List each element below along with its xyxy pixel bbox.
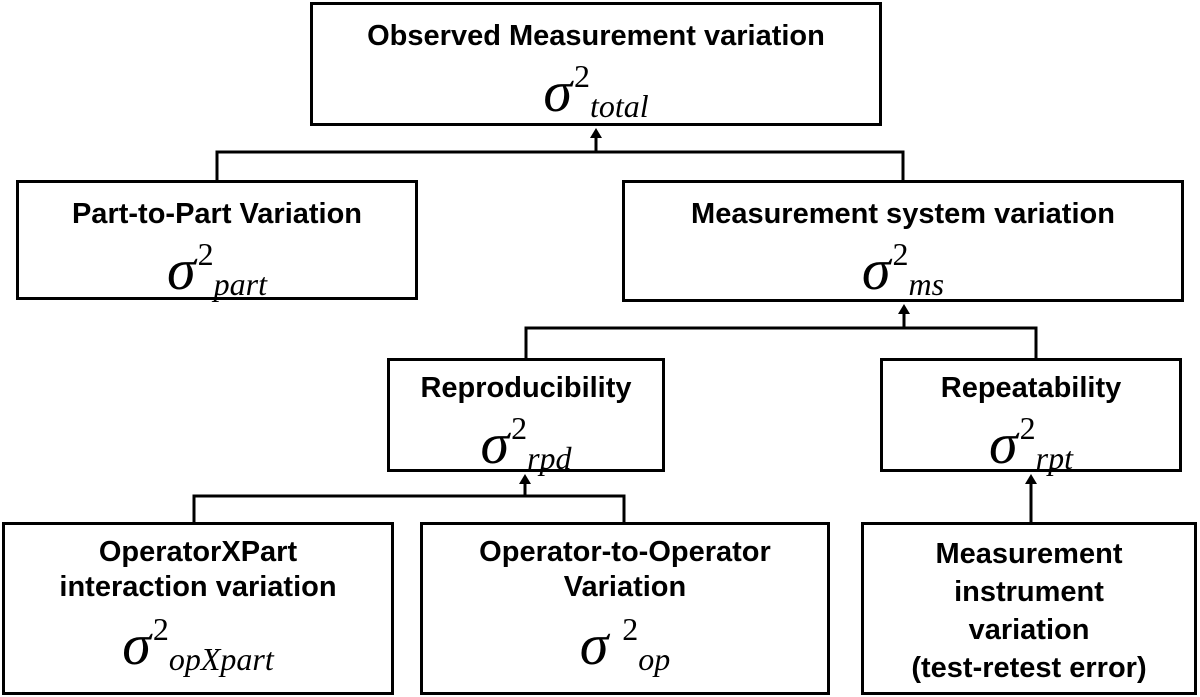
exponent: 2 — [197, 236, 214, 272]
subscript: total — [589, 88, 649, 124]
sigma-squared-rpd-formula: σ2rpd — [390, 412, 662, 474]
node-title: Observed Measurement variation — [367, 20, 825, 52]
sigma-squared-total-formula: σ2total — [313, 60, 879, 122]
sigma-squared-opxpart-formula: σ2opXpart — [5, 613, 391, 675]
sigma-symbol: σ — [861, 237, 891, 302]
sigma-squared-rpt-formula: σ2rpt — [883, 412, 1179, 474]
exponent: 2 — [892, 236, 909, 272]
node-observed-measurement-variation: Observed Measurement variation σ2total — [310, 2, 882, 126]
exponent: 2 — [1019, 410, 1036, 446]
subscript: opXpart — [168, 641, 274, 677]
node-title-line-4: (test-retest error) — [911, 652, 1147, 684]
node-title-line-2: interaction variation — [59, 571, 337, 603]
node-reproducibility: Reproducibility σ2rpd — [387, 358, 665, 474]
exponent: 2 — [622, 611, 639, 647]
node-title-line-1: Operator-to-Operator — [479, 536, 771, 568]
node-repeatability: Repeatability σ2rpt — [880, 358, 1182, 474]
node-measurement-system-variation: Measurement system variation σ2ms — [622, 180, 1184, 302]
exponent: 2 — [573, 58, 590, 94]
sigma-squared-part-formula: σ2part — [19, 238, 415, 300]
sigma-symbol: σ — [167, 237, 196, 302]
sigma-symbol: σ — [579, 612, 609, 677]
node-title-line-2: instrument — [954, 576, 1104, 608]
node-title-line-1: Measurement — [935, 538, 1123, 570]
node-title: Measurement system variation — [691, 198, 1115, 230]
node-measurement-instrument-variation: Measurement instrument variation (test-r… — [861, 522, 1197, 695]
sigma-symbol: σ — [989, 411, 1018, 476]
exponent: 2 — [511, 410, 528, 446]
subscript: part — [213, 266, 267, 302]
subscript: rpt — [1035, 440, 1073, 476]
subscript: ms — [908, 266, 945, 302]
sigma-symbol: σ — [122, 612, 151, 677]
node-operator-x-part-interaction-variation: OperatorXPart interaction variation σ2op… — [2, 522, 394, 695]
node-title: Repeatability — [940, 372, 1122, 404]
sigma-squared-ms-formula: σ2ms — [625, 238, 1181, 300]
node-title-line-3: variation — [968, 614, 1090, 646]
subscript: op — [638, 641, 671, 677]
node-title: Part-to-Part Variation — [71, 198, 363, 230]
node-title-line-2: Variation — [563, 571, 687, 603]
sigma-symbol: σ — [543, 59, 572, 124]
exponent: 2 — [152, 611, 169, 647]
sigma-symbol: σ — [480, 411, 510, 476]
node-title-line-1: OperatorXPart — [98, 536, 298, 568]
node-title: Reproducibility — [420, 372, 632, 404]
node-part-to-part-variation: Part-to-Part Variation σ2part — [16, 180, 418, 300]
subscript: rpd — [527, 440, 572, 476]
